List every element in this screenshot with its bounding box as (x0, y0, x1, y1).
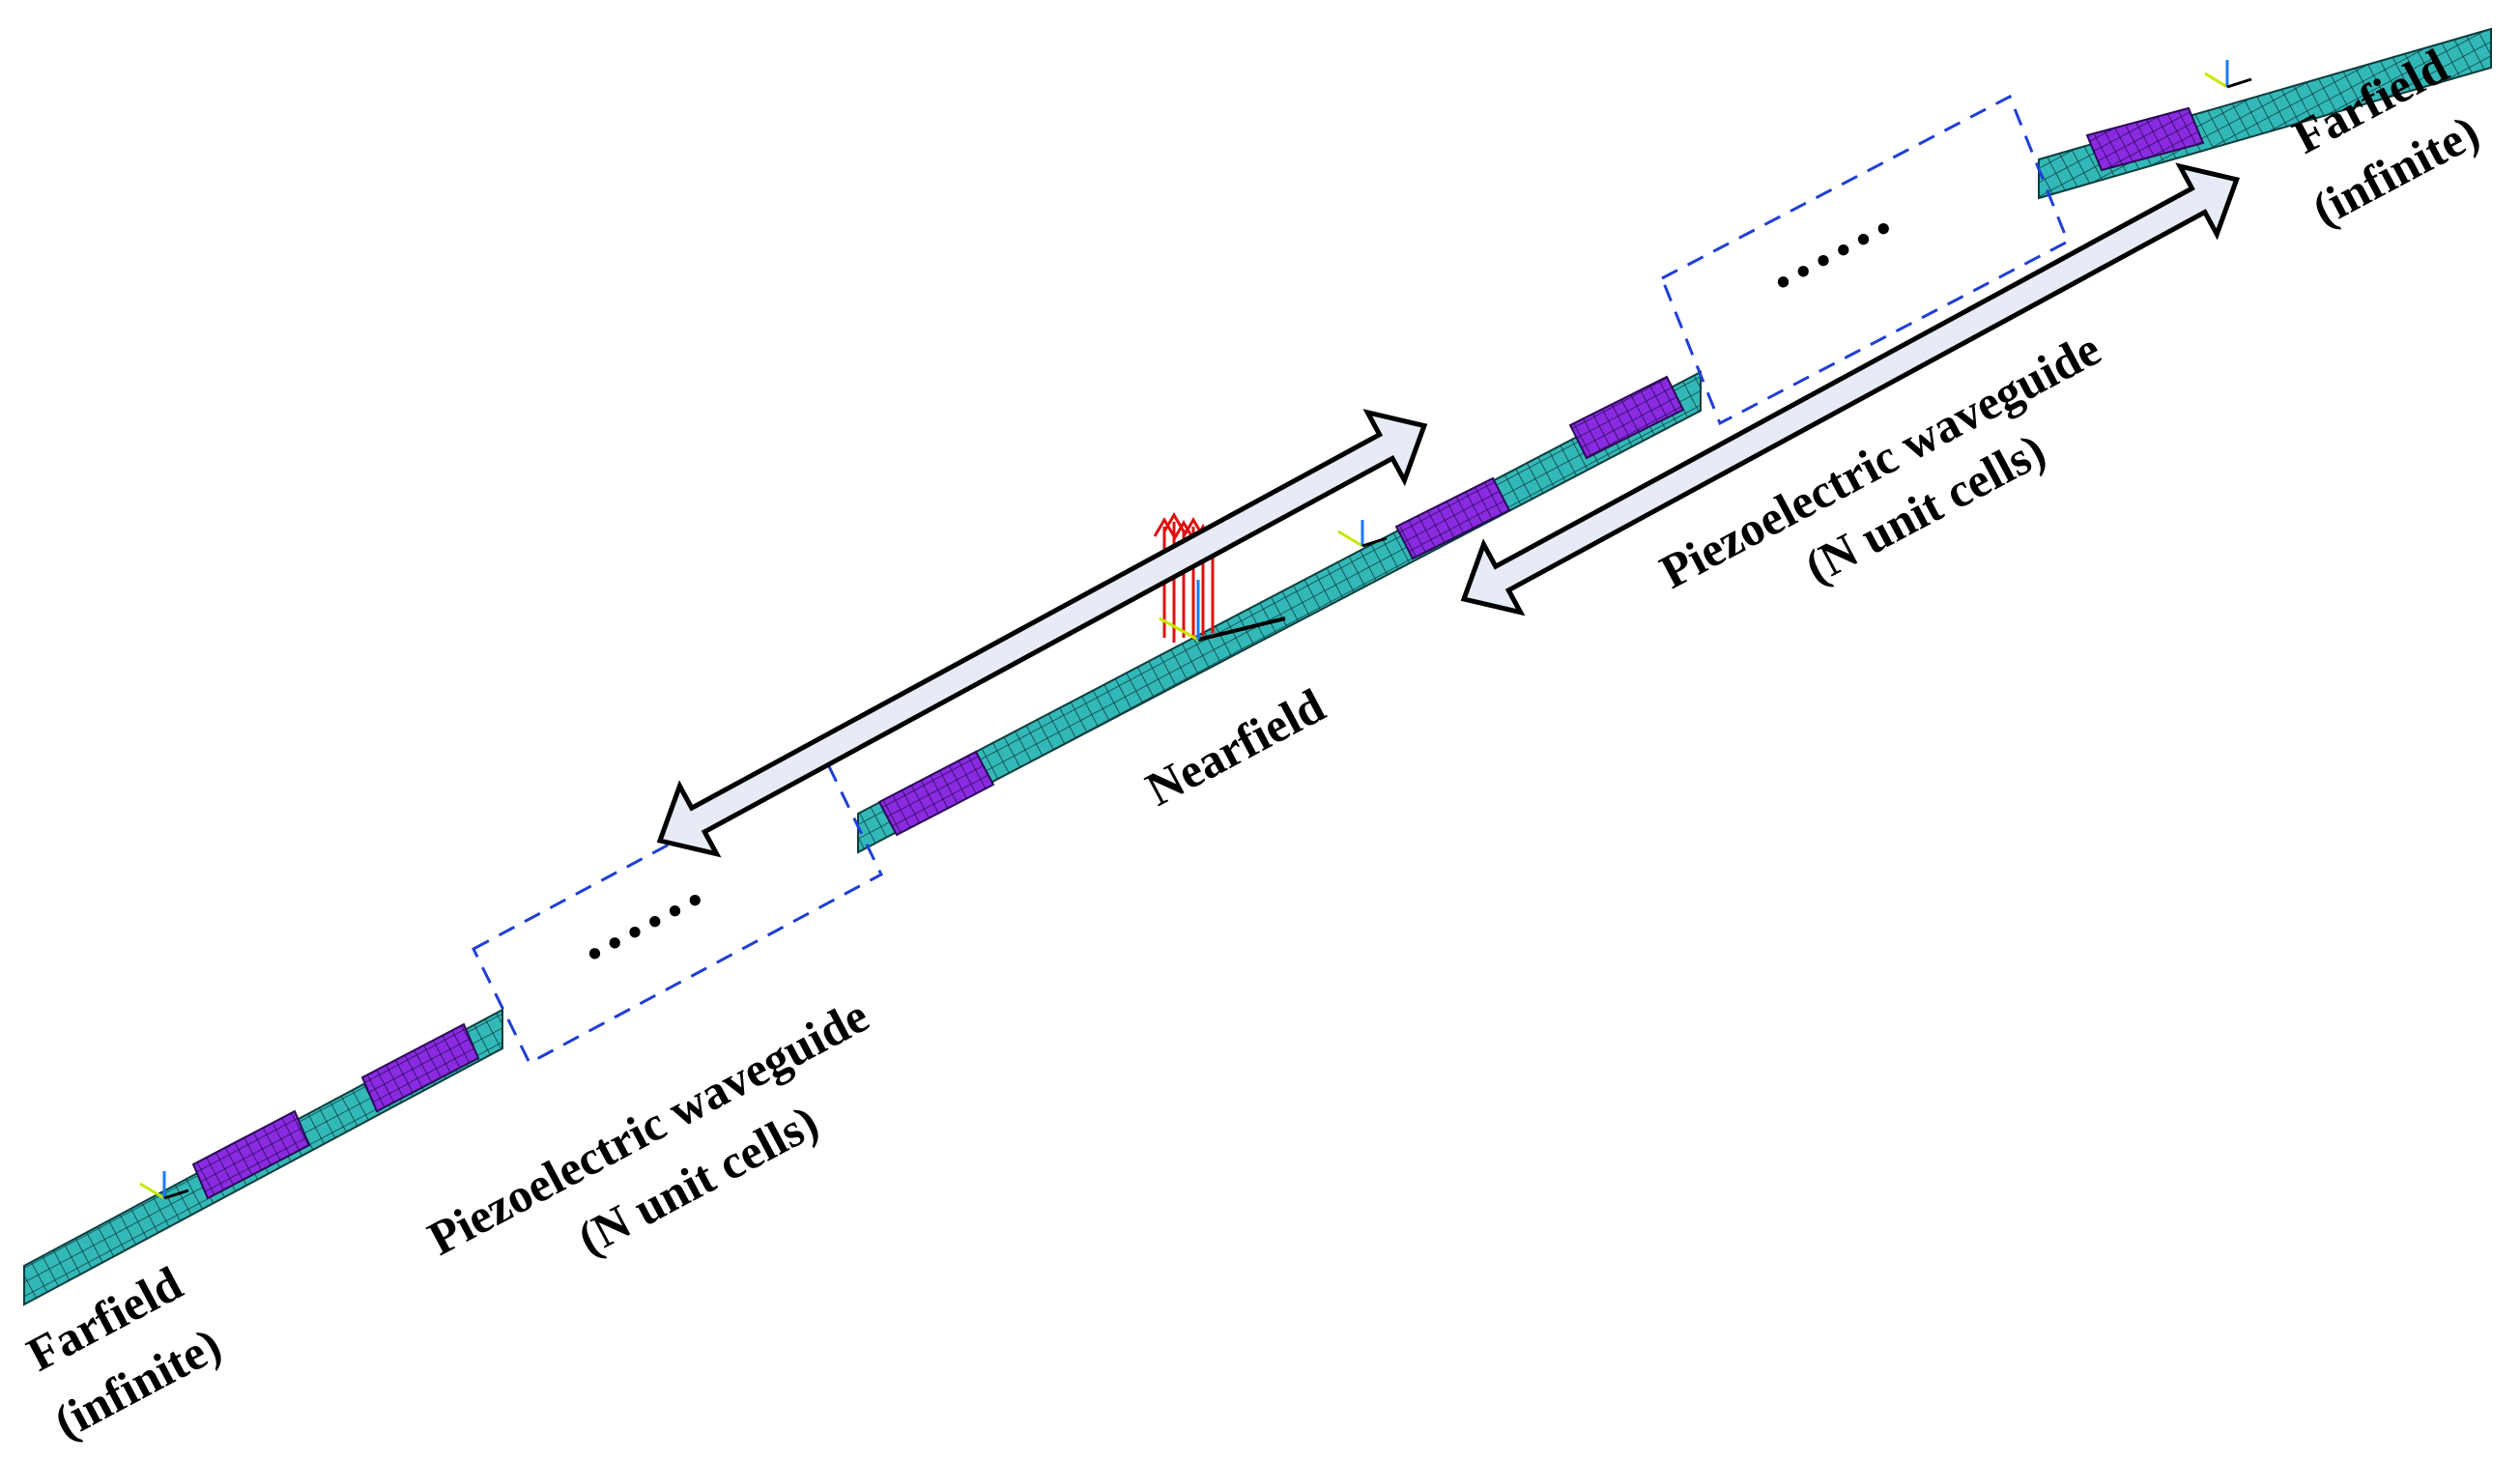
piezo-patches (191, 106, 2205, 1200)
triad-right-icon (2204, 60, 2252, 89)
dashed-box-right (1660, 94, 2070, 426)
ellipsis-right: ...... (1750, 174, 1905, 303)
beam-mesh (23, 27, 2492, 1306)
nearfield-label: Nearfield (1137, 677, 1333, 816)
triad-mid-icon (1337, 520, 1388, 548)
piezo-patch-3 (877, 750, 995, 837)
piezo-patch-4 (1394, 476, 1511, 560)
piezo-patch-5 (1568, 375, 1685, 460)
ellipsis-left: ...... (561, 846, 717, 975)
triad-left-icon (139, 1171, 189, 1200)
piezo-patch-1 (191, 1109, 311, 1200)
coordinate-triads (139, 60, 2252, 1200)
double-arrow-left (656, 409, 1428, 858)
excitation-force-icon (1153, 512, 1286, 643)
double-arrow-right (1460, 162, 2241, 616)
piezo-patch-2 (360, 1022, 480, 1113)
piezo-patch-6 (2085, 106, 2205, 172)
